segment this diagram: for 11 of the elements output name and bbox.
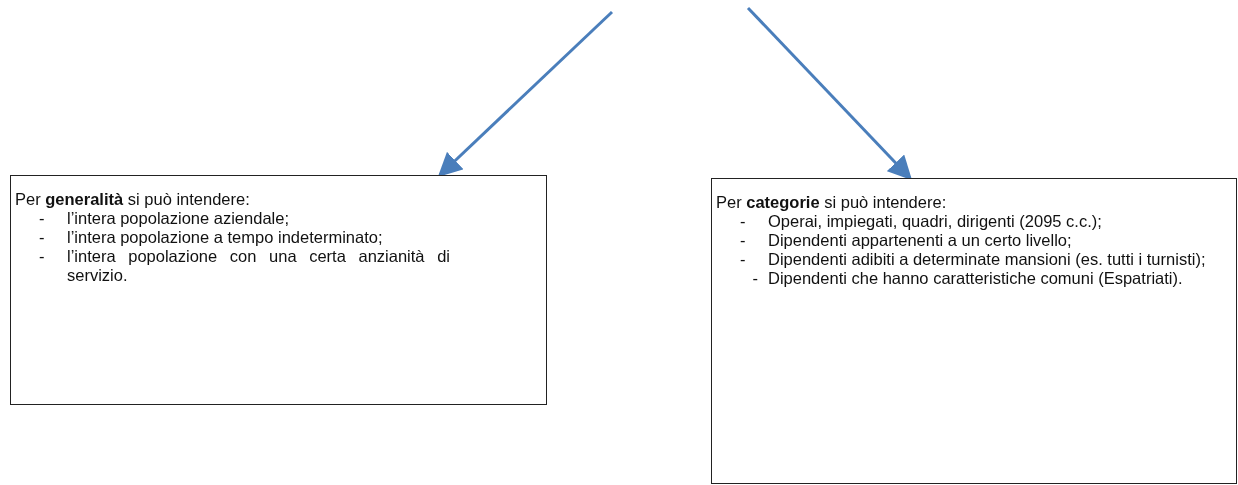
list-item: - Dipendenti appartenenti a un certo livello;	[739, 231, 1073, 250]
list-item: - Operai, impiegati, quadri, dirigenti (2095 c.c.);	[739, 212, 1103, 231]
list-item: - Dipendenti adibiti a determinate mansioni (es. tutti i turnisti);	[739, 250, 1207, 269]
list-item: - l’intera popolazione a tempo indeterminato;	[38, 228, 384, 247]
heading-text: Per categorie si può intendere:	[716, 193, 948, 212]
text-box	[10, 175, 547, 405]
list-item: - l’intera popolazione aziendale;	[38, 209, 290, 228]
heading-text: Per generalità si può intendere:	[15, 190, 251, 209]
text-box	[711, 178, 1237, 484]
list-item: - Dipendenti che hanno caratteristiche comuni (Espatriati).	[751, 269, 1184, 288]
list-item: - l’intera popolazione con una certa anzianità di servizio.	[38, 247, 451, 285]
